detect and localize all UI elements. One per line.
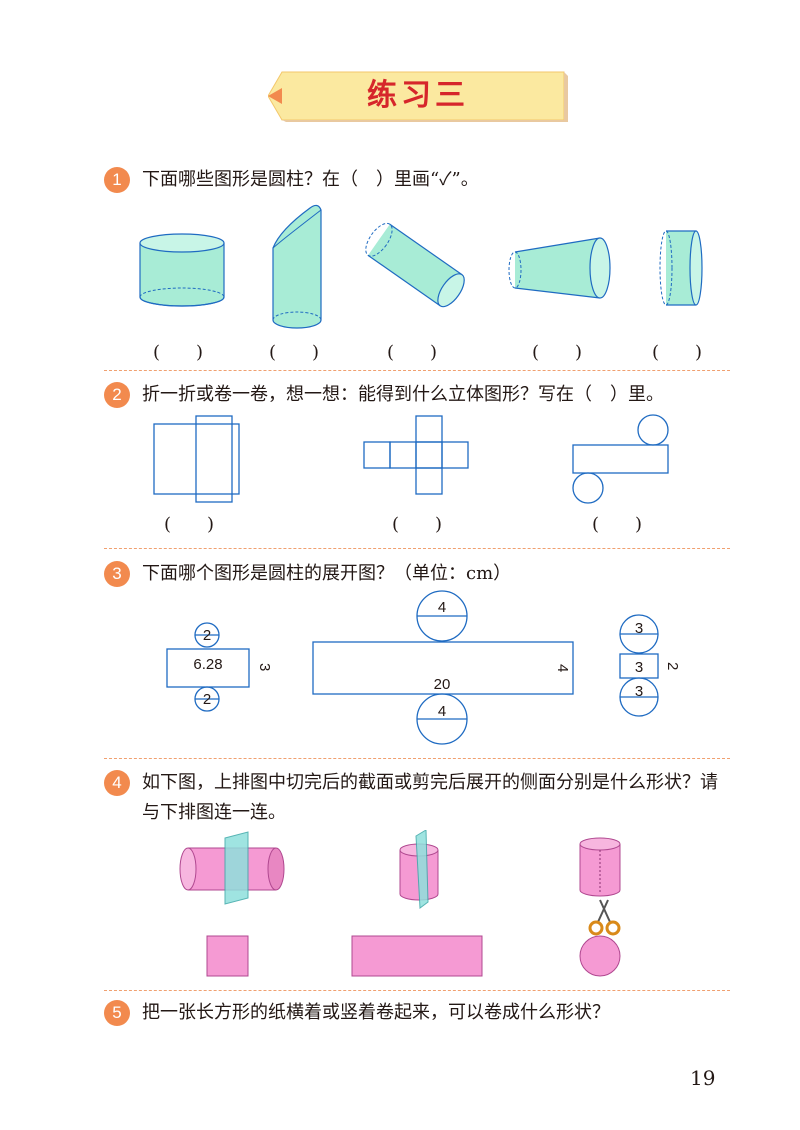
question-2-number: 2 <box>104 382 130 408</box>
fig-c-bottom-label: 3 <box>635 683 643 700</box>
question-4-figures <box>179 830 621 977</box>
question-1-text: 下面哪些图形是圆柱？在（ ）里画“✓”。 <box>142 169 479 190</box>
net-cross <box>363 415 469 495</box>
question-5-text: 把一张长方形的纸横着或竖着卷起来，可以卷成什么形状？ <box>142 1002 610 1023</box>
question-2-nets <box>153 414 669 504</box>
q1-blank-5[interactable]: ( ) <box>652 342 703 363</box>
fig-c-rect-label: 3 <box>635 659 643 676</box>
net-cylinder <box>572 414 669 504</box>
page-number: 19 <box>690 1066 716 1090</box>
figure-c <box>619 614 659 717</box>
banner-shape <box>267 71 568 122</box>
fig-b-top-label: 4 <box>438 599 446 616</box>
question-3-text: 下面哪个图形是圆柱的展开图？（单位：cm） <box>142 563 512 584</box>
cut-cylinder-horizontal <box>179 831 285 905</box>
q2-blank-3[interactable]: ( ) <box>592 514 643 535</box>
fig-c-side-label: 2 <box>664 662 681 670</box>
q1-blank-2[interactable]: ( ) <box>269 342 320 363</box>
shape-disc-cylinder <box>659 230 703 306</box>
cylinder-with-scissors <box>579 837 621 897</box>
q1-blank-4[interactable]: ( ) <box>532 342 583 363</box>
shape-frustum <box>508 237 611 299</box>
q2-blank-2[interactable]: ( ) <box>392 514 443 535</box>
shape-cylinder-horizontal <box>139 233 225 307</box>
q2-blank-1[interactable]: ( ) <box>164 514 215 535</box>
question-1-number: 1 <box>104 167 130 193</box>
question-1-shapes <box>139 204 703 329</box>
shape-slanted-cylinder <box>272 204 322 329</box>
question-5-number: 5 <box>104 1000 130 1026</box>
fig-c-top-label: 3 <box>635 620 643 637</box>
divider-2 <box>104 548 730 549</box>
fig-a-top-label: 2 <box>203 627 211 644</box>
fig-b-rect-label: 20 <box>434 676 451 693</box>
cut-cylinder-vertical <box>399 830 439 909</box>
figure-b <box>312 590 574 745</box>
shape-square[interactable] <box>206 935 249 977</box>
fig-a-rect-label: 6.28 <box>193 656 222 673</box>
fig-a-side-label: 3 <box>256 663 273 671</box>
page-title: 练习三 <box>367 78 469 113</box>
question-3-figures: 2 6.28 3 2 4 4 20 4 3 3 2 3 <box>166 590 681 745</box>
question-2-text: 折一折或卷一卷，想一想：能得到什么立体图形？写在（ ）里。 <box>142 384 664 405</box>
question-4-text-line2: 与下排图连一连。 <box>142 802 286 823</box>
q1-blank-3[interactable]: ( ) <box>387 342 438 363</box>
fig-b-side-label: 4 <box>554 664 571 672</box>
question-4-text-line1: 如下图，上排图中切完后的截面或剪完后展开的侧面分别是什么形状？请 <box>142 772 718 793</box>
divider-4 <box>104 990 730 991</box>
question-3-number: 3 <box>104 561 130 587</box>
q1-blank-1[interactable]: ( ) <box>153 342 204 363</box>
divider-3 <box>104 758 730 759</box>
question-4-number: 4 <box>104 770 130 796</box>
fig-a-bottom-label: 2 <box>203 691 211 708</box>
shape-circle[interactable] <box>579 935 621 977</box>
net-rectangles <box>153 415 240 503</box>
shape-rectangle[interactable] <box>351 935 483 977</box>
title-banner: 练习三 <box>267 70 568 122</box>
fig-b-bottom-label: 4 <box>438 703 446 720</box>
shape-tilted-cylinder <box>365 222 465 308</box>
divider-1 <box>104 370 730 371</box>
figure-a <box>166 622 250 712</box>
scissors-icon <box>588 899 621 936</box>
